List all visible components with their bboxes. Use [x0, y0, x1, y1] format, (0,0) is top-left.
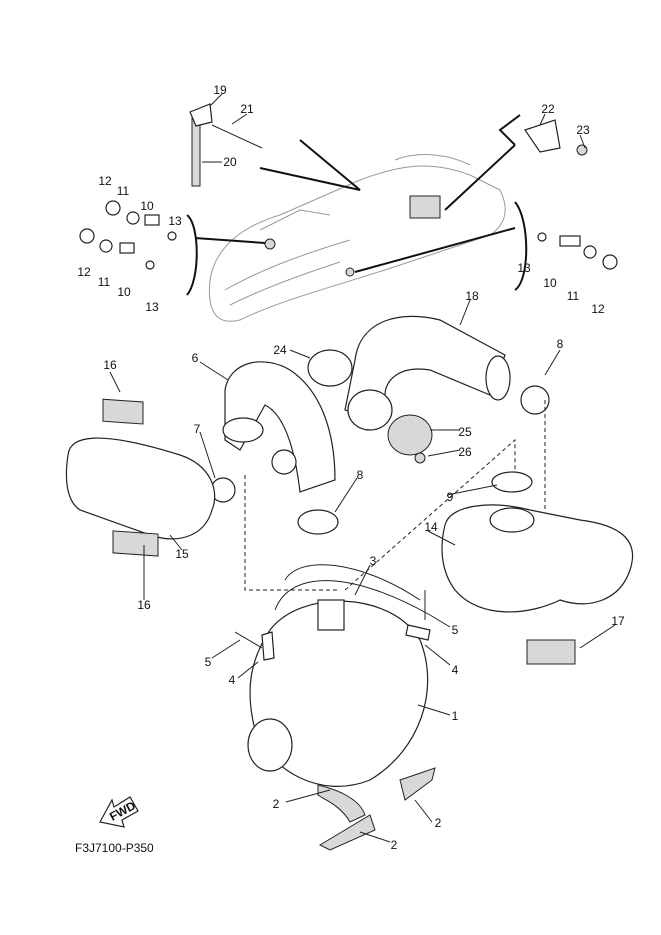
callout: 12: [98, 174, 112, 188]
airbox-in-hull: [409, 195, 441, 219]
plate-25: [387, 414, 433, 456]
fastener-group-left: [79, 103, 263, 270]
callout: 13: [168, 214, 182, 228]
callout: 5: [452, 623, 459, 637]
water-lock-14: [441, 504, 634, 613]
callout: 16: [137, 598, 151, 612]
clamp-9: [491, 471, 533, 493]
callout: 10: [543, 276, 557, 290]
sponge-16-top: [102, 398, 144, 425]
callout: 5: [205, 655, 212, 669]
callout: 16: [103, 358, 117, 372]
callout: 25: [458, 425, 472, 439]
callout: 18: [465, 289, 479, 303]
callout-labels: 19 21 20 22 23 12 11 10 13 12 11 10 13 1…: [77, 83, 625, 852]
callout: 6: [192, 351, 199, 365]
callout: 20: [223, 155, 237, 169]
diagram-code: F3J7100-P350: [75, 841, 154, 855]
callout: 2: [391, 838, 398, 852]
callout: 7: [194, 422, 201, 436]
callout: 12: [77, 265, 91, 279]
callout: 8: [557, 337, 564, 351]
gasket-24: [307, 349, 353, 387]
callout: 26: [458, 445, 472, 459]
watercraft-outline: [208, 154, 506, 322]
callout: 14: [424, 520, 438, 534]
fwd-arrow-icon: FWD: [99, 796, 139, 828]
callout: 11: [98, 275, 111, 289]
band-2-left: [317, 784, 366, 823]
fastener-group-right: [524, 119, 618, 270]
callout: 13: [145, 300, 159, 314]
callout: 1: [452, 709, 459, 723]
sponge-16-bottom: [112, 530, 159, 557]
muffler-1: [249, 600, 429, 787]
water-lock-15: [65, 437, 216, 540]
callout: 12: [591, 302, 605, 316]
callout: 2: [273, 797, 280, 811]
callout: 9: [447, 490, 454, 504]
callout: 21: [240, 102, 254, 116]
callout: 11: [117, 184, 130, 198]
callout: 2: [435, 816, 442, 830]
callout: 13: [517, 261, 531, 275]
sponge-17: [526, 639, 576, 665]
callout: 3: [370, 554, 377, 568]
callout: 11: [567, 289, 580, 303]
callout: 4: [229, 673, 236, 687]
band-2-right: [399, 767, 436, 801]
callout: 10: [140, 199, 154, 213]
callout: 8: [357, 468, 364, 482]
callout: 23: [576, 123, 590, 137]
band-2-bottom: [318, 814, 376, 851]
clamp-8-top: [520, 385, 550, 415]
callout: 15: [175, 547, 189, 561]
exhaust-pipe-6: [224, 361, 336, 493]
callout: 24: [273, 343, 287, 357]
callout: 4: [452, 663, 459, 677]
callout: 10: [117, 285, 131, 299]
callout: 22: [541, 102, 555, 116]
clamp-8: [297, 509, 339, 535]
callout: 17: [611, 614, 625, 628]
callout: 19: [213, 83, 227, 97]
